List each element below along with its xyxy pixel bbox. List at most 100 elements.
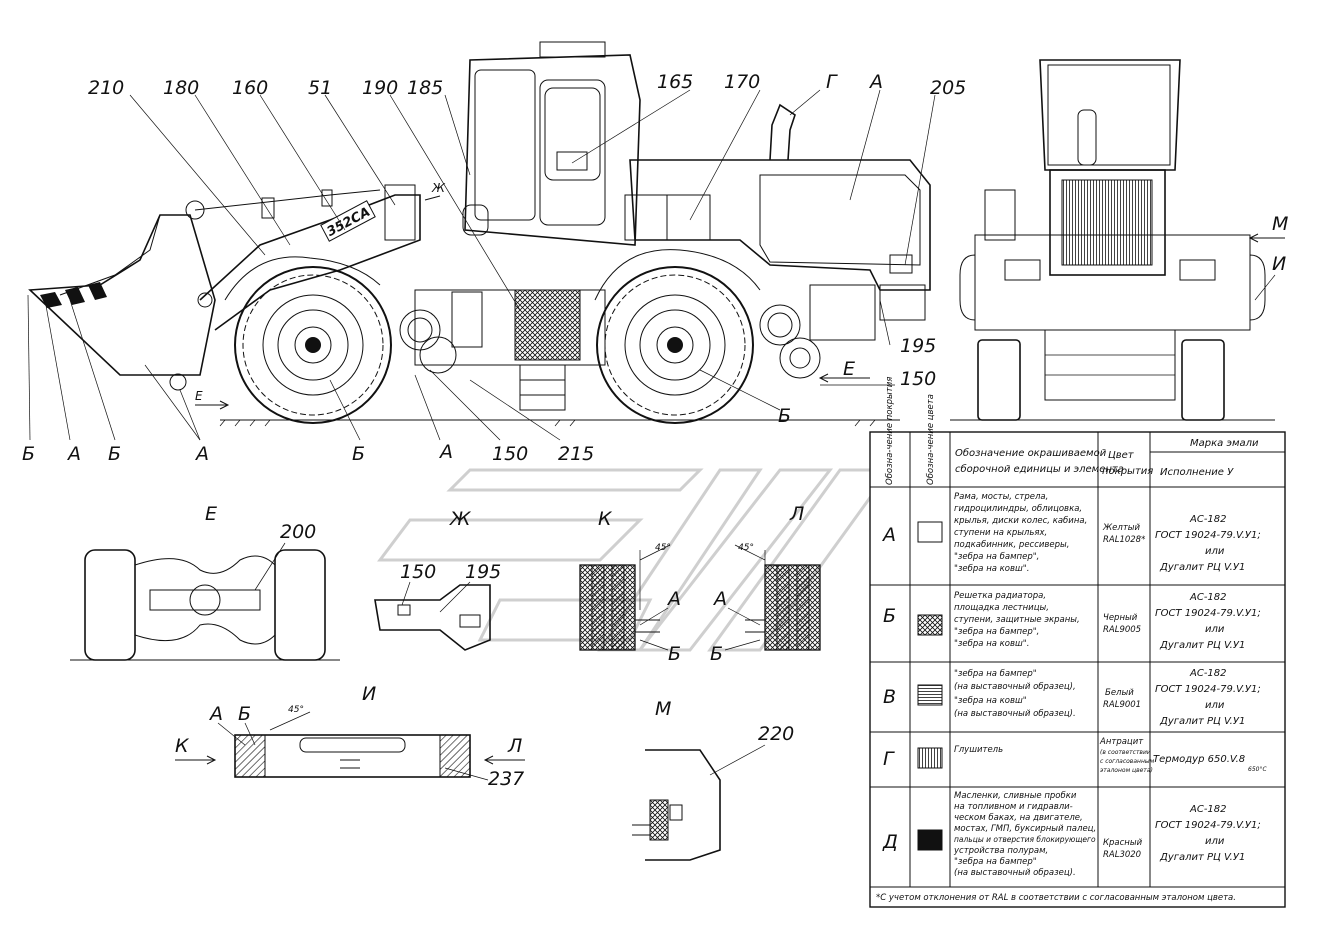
row-D-ral: RAL3020 — [1103, 850, 1141, 860]
callout-170: 170 — [724, 71, 760, 93]
svg-text:АС-182: АС-182 — [1189, 514, 1227, 525]
svg-text:(на выставочный образец).: (на выставочный образец). — [954, 709, 1076, 719]
rear-wheel — [596, 266, 754, 424]
callout-A-3: А — [438, 441, 453, 463]
svg-text:или: или — [1205, 624, 1225, 635]
svg-text:Дугалит РЦ V.У1: Дугалит РЦ V.У1 — [1159, 716, 1245, 727]
svg-text:"зебра на ковш".: "зебра на ковш". — [954, 639, 1029, 649]
callout-195-main: 195 — [900, 335, 936, 357]
svg-text:пальцы и отверстия блокирующег: пальцы и отверстия блокирующего — [954, 835, 1096, 844]
callout-B-4: Б — [778, 405, 791, 427]
view-label-Zh: Ж — [449, 508, 472, 530]
callout-220: 220 — [758, 723, 794, 745]
callout-195-zh: 195 — [465, 561, 501, 583]
svg-text:"зебра на ковш".: "зебра на ковш". — [954, 564, 1029, 574]
callout-G: Г — [826, 71, 838, 93]
top-callouts: 210 180 160 51 190 185 165 170 Г А 205 — [88, 71, 966, 99]
row-A-elements: Рама, мосты, стрела, гидроцилиндры, обли… — [954, 492, 1087, 574]
callout-A-k: А — [666, 588, 681, 610]
paint-table: Обозна-чение покрытия Обозна-чение цвета… — [869, 377, 1286, 908]
svg-text:Дугалит РЦ V.У1: Дугалит РЦ V.У1 — [1159, 852, 1245, 863]
callout-E-arrow: Е — [843, 358, 855, 380]
svg-text:ческом баках, на двигателе,: ческом баках, на двигателе, — [954, 813, 1083, 823]
svg-text:(в соответствии: (в соответствии — [1100, 749, 1151, 756]
svg-text:"зебра на ковш": "зебра на ковш" — [954, 696, 1027, 706]
svg-text:Масленки, сливные пробки: Масленки, сливные пробки — [954, 791, 1077, 801]
row-V-ral: RAL9001 — [1103, 700, 1141, 710]
row-code-G: Г — [883, 748, 895, 770]
row-D-enamel: АС-182 ГОСТ 19024-79.V.У1; или Дугалит Р… — [1155, 804, 1261, 863]
view-label-M: М — [655, 698, 671, 720]
callout-B-l: Б — [710, 643, 723, 665]
loader-rear-view — [950, 59, 1275, 421]
header-element: Обозначение окрашиваемой сборочной едини… — [955, 447, 1124, 475]
svg-text:гидроцилиндры, облицовка,: гидроцилиндры, облицовка, — [954, 504, 1082, 514]
view-label-L: Л — [789, 503, 804, 525]
row-G-color: Антрацит (в соответствии с согласованным… — [1099, 737, 1155, 774]
row-code-V: В — [883, 686, 896, 708]
callout-B-1: Б — [22, 443, 35, 465]
callout-B-k: Б — [668, 643, 681, 665]
front-wheel — [234, 266, 392, 424]
svg-text:или: или — [1205, 546, 1225, 557]
main-view-callouts: 195 150 Е Е Ж Б А Б А Б А 150 215 Б — [22, 181, 936, 465]
row-code-A: А — [881, 524, 896, 546]
detail-M: М 220 — [632, 698, 794, 861]
svg-text:с согласованным: с согласованным — [1100, 758, 1155, 765]
callout-A-2: А — [194, 443, 209, 465]
callout-180: 180 — [163, 77, 199, 99]
callout-185: 185 — [407, 77, 443, 99]
svg-text:"зебра на бампер": "зебра на бампер" — [954, 857, 1037, 867]
row-V-enamel: АС-182 ГОСТ 19024-79.V.У1; или Дугалит Р… — [1155, 668, 1261, 727]
detail-Zh: Ж 150 195 — [374, 508, 501, 651]
row-D-color: Красный — [1103, 838, 1143, 848]
callout-160: 160 — [232, 77, 268, 99]
callout-A-i: А — [208, 703, 223, 725]
row-V-elements: "зебра на бампер" (на выставочный образе… — [954, 669, 1076, 719]
svg-text:ГОСТ 19024-79.V.У1;: ГОСТ 19024-79.V.У1; — [1155, 684, 1261, 695]
loader-side-view: 352CA — [28, 41, 931, 427]
row-B-enamel: АС-182 ГОСТ 19024-79.V.У1; или Дугалит Р… — [1155, 592, 1261, 651]
svg-text:Антрацит: Антрацит — [1099, 737, 1144, 747]
swatch-crosshatch — [917, 614, 943, 636]
model-badge: 352CA — [320, 200, 376, 242]
svg-text:АС-182: АС-182 — [1189, 668, 1227, 679]
row-B-color: Черный — [1103, 613, 1138, 623]
svg-text:устройства полурам,: устройства полурам, — [953, 846, 1048, 856]
row-G-element: Глушитель — [954, 745, 1003, 755]
row-G-enamel-temp: 650°С — [1248, 766, 1267, 773]
table-footnote: *С учетом отклонения от RAL в соответств… — [876, 893, 1236, 903]
detail-I: И 45° А Б К Л 237 — [175, 683, 525, 790]
svg-text:АС-182: АС-182 — [1189, 592, 1227, 603]
svg-text:или: или — [1205, 836, 1225, 847]
svg-text:(на выставочный образец).: (на выставочный образец). — [954, 868, 1076, 878]
svg-text:Рама, мосты, стрела,: Рама, мосты, стрела, — [954, 492, 1048, 502]
row-code-B: Б — [883, 605, 896, 627]
swatch-horizontal — [917, 684, 943, 706]
row-D-elements: Масленки, сливные пробки на топливном и … — [953, 791, 1096, 878]
svg-text:Решетка радиатора,: Решетка радиатора, — [954, 591, 1046, 601]
i-angle: 45° — [288, 705, 304, 715]
callout-210: 210 — [88, 77, 124, 99]
header-execution: Исполнение У — [1160, 467, 1234, 478]
svg-text:(на выставочный образец),: (на выставочный образец), — [954, 682, 1076, 692]
callout-150-zh: 150 — [400, 561, 436, 583]
view-label-K: К — [598, 508, 613, 530]
svg-text:Дугалит РЦ V.У1: Дугалит РЦ V.У1 — [1159, 640, 1245, 651]
svg-text:ГОСТ 19024-79.V.У1;: ГОСТ 19024-79.V.У1; — [1155, 530, 1261, 541]
callout-205: 205 — [930, 77, 966, 99]
svg-text:ГОСТ 19024-79.V.У1;: ГОСТ 19024-79.V.У1; — [1155, 820, 1261, 831]
l-angle: 45° — [738, 543, 754, 553]
svg-text:эталоном цвета): эталоном цвета) — [1100, 767, 1153, 774]
callout-B-2: Б — [108, 443, 121, 465]
engine-hood — [624, 103, 931, 341]
callout-A-l: А — [712, 588, 727, 610]
detail-L: Л 45° А Б — [710, 503, 821, 665]
swatch-empty — [917, 521, 943, 543]
callout-51: 51 — [308, 77, 332, 99]
svg-text:ступени, защитные экраны,: ступени, защитные экраны, — [954, 615, 1080, 625]
callout-L-i: Л — [507, 735, 522, 757]
svg-text:площадка лестницы,: площадка лестницы, — [954, 603, 1049, 613]
svg-text:или: или — [1205, 700, 1225, 711]
